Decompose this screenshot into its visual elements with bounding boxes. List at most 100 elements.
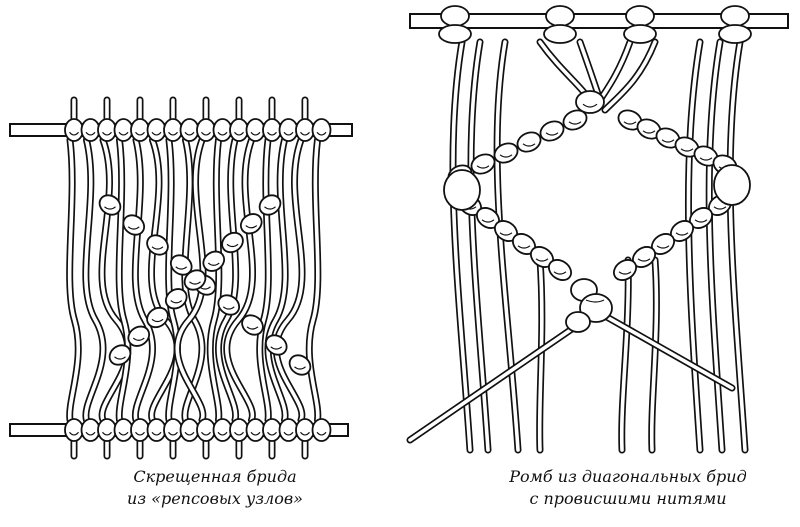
left-bottom-knot [163, 418, 183, 442]
right-slack-cord [648, 256, 660, 454]
left-top-knot [146, 118, 167, 142]
left-top-knot [229, 118, 249, 142]
right-rhombus-knot [493, 142, 519, 164]
left-top-knot [80, 118, 101, 142]
left-cord [206, 136, 223, 424]
left-bottom-knot [146, 418, 167, 442]
right-rhombus-knot [475, 207, 501, 229]
left-diagonal-knot-b [127, 325, 151, 347]
right-vertical-cord [684, 38, 704, 454]
left-top-knot [163, 118, 183, 142]
left-diagonal-knot-b [108, 344, 132, 366]
left-top-knot [196, 118, 216, 142]
right-vertical-cord [726, 38, 749, 454]
right-inner-cord [601, 38, 659, 114]
left-top-knot [262, 118, 282, 142]
left-cord [215, 136, 240, 424]
left-diagonal-knot-b [146, 306, 169, 329]
left-top-knot [64, 118, 84, 142]
caption-diagonal-rhombus: Ромб из диагональных брид с провисшими н… [478, 466, 778, 510]
left-top-knot [113, 118, 134, 142]
right-rhombus-knot [612, 259, 638, 281]
left-top-knot [130, 118, 150, 142]
caption-crossed-brida: Скрещенная брида из «репсовых узлов» [70, 466, 360, 510]
left-cord [256, 136, 272, 424]
left-diagonal-knot-b [164, 288, 188, 310]
left-cord [115, 136, 132, 424]
left-cord [223, 136, 256, 424]
left-top-knot [311, 118, 332, 142]
left-diagonal-knot-a [288, 354, 312, 376]
left-cord [173, 136, 207, 424]
right-rhombus-knot [470, 153, 496, 175]
right-top-holding-bar [409, 13, 789, 29]
left-diagonal-knot-a [217, 294, 241, 316]
left-bottom-knot [130, 418, 150, 442]
right-mounting-loop [543, 5, 577, 44]
left-bottom-knot-row [64, 418, 332, 442]
left-diagonal-knot-b [183, 269, 207, 291]
left-top-knot [97, 118, 117, 142]
right-mounting-loop [623, 5, 657, 44]
left-top-knot-row [64, 118, 332, 142]
left-diagonal-knot-a [241, 314, 264, 336]
left-diagonal-knot-b [221, 231, 244, 254]
left-cord [165, 136, 181, 424]
left-cord [305, 136, 322, 424]
right-rhombus-knot [516, 131, 542, 153]
right-figure-diagonal-rhombus [406, 5, 789, 454]
right-rhombus-knot [655, 127, 681, 149]
left-bottom-knot [229, 418, 249, 442]
left-cord [264, 136, 289, 424]
left-top-knot [212, 118, 233, 142]
caption-left-line-1: Скрещенная брида [133, 467, 297, 486]
left-diagonal-knot-a [146, 234, 169, 256]
left-bottom-knot [113, 418, 134, 442]
right-slack-cord [536, 256, 546, 454]
left-bottom-knot [179, 418, 200, 442]
right-vertical-cord [705, 38, 726, 454]
right-rhombus-top-knot [575, 90, 605, 114]
left-bottom-knot [278, 418, 299, 442]
right-rhombus-knot [669, 220, 695, 242]
left-diagonal-knot-b [258, 194, 282, 216]
right-vertical-cord [449, 38, 474, 454]
right-mounting-loop [718, 5, 752, 44]
right-slack-cord [618, 256, 632, 454]
right-left-side-loop [443, 169, 481, 211]
left-diagonal-knot-a [264, 334, 288, 356]
left-top-knot [179, 118, 200, 142]
left-bottom-knot [311, 418, 332, 442]
left-cord [131, 136, 156, 424]
left-diagonal-knot-b [202, 250, 226, 272]
left-bottom-knot [262, 418, 282, 442]
right-mounting-loop [438, 5, 472, 44]
right-right-side-loop [713, 164, 751, 206]
caption-left-line-2: из «репсовых узлов» [127, 489, 303, 508]
caption-right-line-2: с провисшими нитями [529, 489, 727, 508]
left-bottom-knot [196, 418, 216, 442]
right-center-crossing-knot [565, 278, 613, 333]
left-diagonal-knot-b [239, 213, 263, 235]
right-inner-cord [596, 38, 634, 104]
left-bottom-knot [212, 418, 233, 442]
left-cord [272, 136, 306, 424]
left-top-knot [295, 118, 315, 142]
left-cord [181, 136, 206, 424]
left-diagonal-knot-a [98, 194, 122, 216]
left-bottom-knot [64, 418, 84, 442]
left-bottom-knot [295, 418, 315, 442]
left-figure-crossed-brida [9, 96, 353, 460]
left-top-knot [278, 118, 299, 142]
left-bottom-knot [80, 418, 101, 442]
left-cord [82, 136, 107, 424]
left-cords [66, 96, 322, 460]
right-top-mounting-loops [438, 5, 752, 44]
left-diagonal-knots [98, 194, 312, 376]
left-top-knot [245, 118, 266, 142]
left-bottom-knot [245, 418, 266, 442]
left-diagonal-knot-a [122, 214, 146, 236]
left-bottom-knot [97, 418, 117, 442]
